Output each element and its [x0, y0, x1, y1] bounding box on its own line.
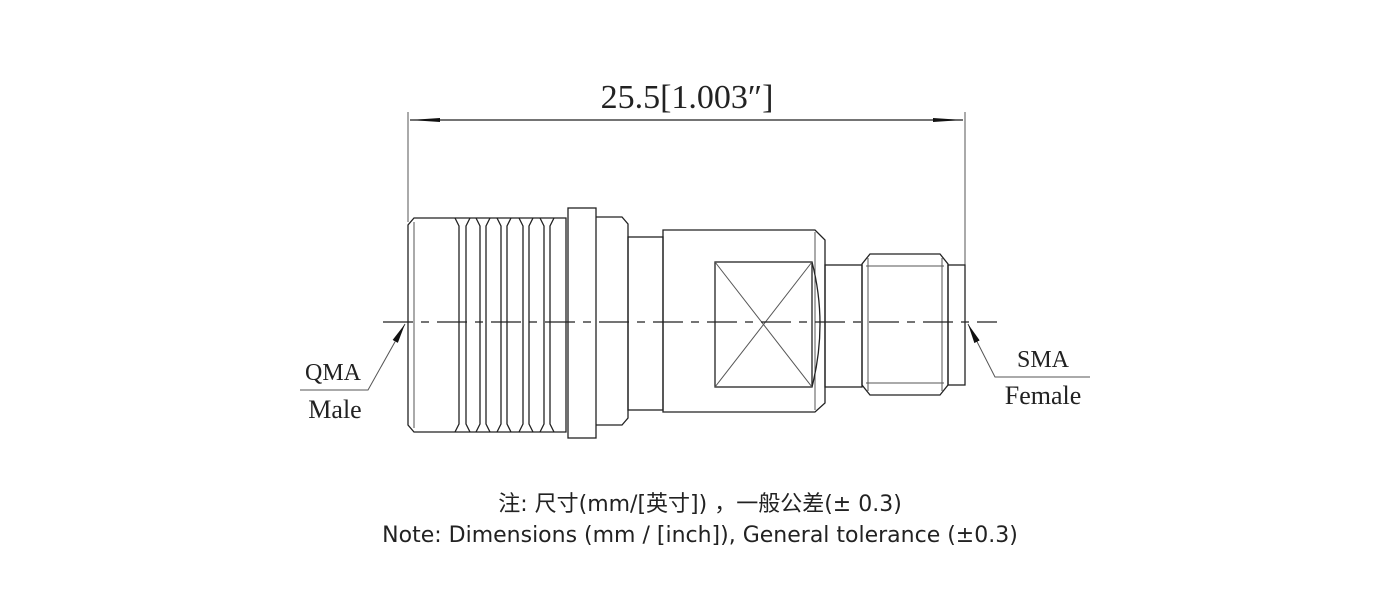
sma-type-label: SMA [1017, 347, 1070, 373]
qma-type-label: QMA [305, 360, 362, 386]
sma-callout: SMA Female [968, 324, 1090, 410]
overall-dimension: 25.5[1.003″] [408, 79, 965, 265]
sleeve [596, 217, 628, 425]
sma-nut [862, 254, 948, 395]
coupling-grooves [455, 218, 554, 432]
qma-gender-label: Male [308, 395, 361, 424]
flange [568, 208, 596, 438]
qma-callout: QMA Male [300, 324, 405, 424]
note-english: Note: Dimensions (mm / [inch]), General … [0, 523, 1400, 548]
note-chinese: 注: 尺寸(mm/[英寸]) ，一般公差(± 0.3) [0, 486, 1400, 518]
qma-coupling-body [408, 218, 566, 432]
sma-tail [948, 265, 965, 385]
neck [628, 237, 663, 410]
dimension-label: 25.5[1.003″] [601, 79, 774, 116]
sma-gender-label: Female [1005, 381, 1082, 410]
sma-neck [825, 265, 862, 387]
hex-body [663, 230, 825, 412]
